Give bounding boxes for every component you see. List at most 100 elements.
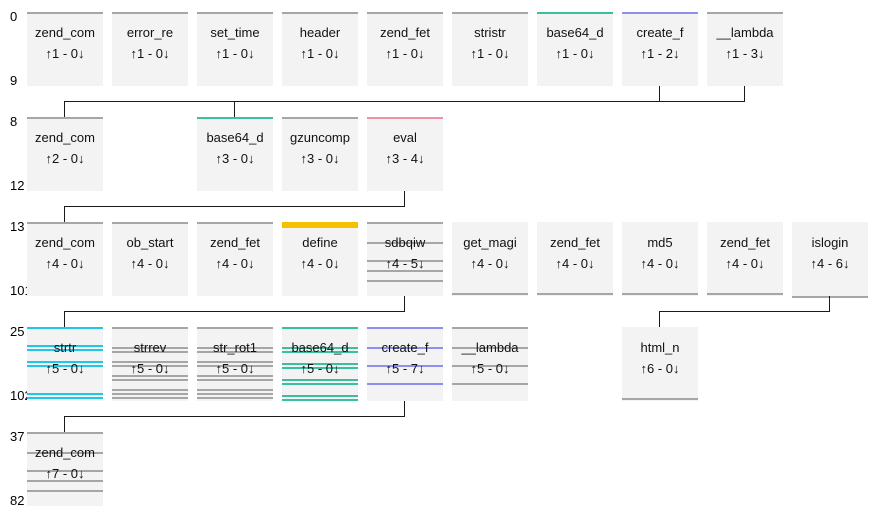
call-stripe	[112, 375, 188, 377]
call-stripe	[197, 375, 273, 377]
call-stripe	[452, 327, 528, 329]
call-stripe	[282, 363, 358, 365]
function-node[interactable]: islogin↑4 - 6↓	[792, 222, 868, 298]
function-name: eval	[393, 130, 417, 145]
function-node[interactable]: set_time↑1 - 0↓	[197, 12, 273, 86]
function-node[interactable]: zend_com↑1 - 0↓	[27, 12, 103, 86]
function-node[interactable]: define↑4 - 0↓	[282, 222, 358, 296]
function-node[interactable]: stristr↑1 - 0↓	[452, 12, 528, 86]
function-node[interactable]: sdbqiw↑4 - 5↓	[367, 222, 443, 296]
call-stripe	[112, 361, 188, 363]
call-count: ↑5 - 0↓	[300, 361, 340, 376]
function-name: stristr	[474, 25, 506, 40]
function-node[interactable]: header↑1 - 0↓	[282, 12, 358, 86]
function-name: __lambda	[716, 25, 774, 40]
call-count: ↑5 - 0↓	[470, 361, 510, 376]
function-node[interactable]: zend_com↑4 - 0↓	[27, 222, 103, 296]
call-stripe	[792, 296, 868, 298]
call-connector	[829, 296, 830, 312]
function-node[interactable]: get_magi↑4 - 0↓	[452, 222, 528, 296]
call-stripe	[112, 393, 188, 395]
call-count: ↑3 - 0↓	[300, 151, 340, 166]
function-node[interactable]: error_re↑1 - 0↓	[112, 12, 188, 86]
row-start-label: 8	[10, 114, 18, 129]
call-stripe	[27, 393, 103, 395]
call-stripe	[197, 393, 273, 395]
function-name: __lambda	[461, 340, 519, 355]
function-node[interactable]: __lambda ↑1 - 3↓	[707, 12, 783, 86]
function-name: gzuncomp	[290, 130, 350, 145]
call-count: ↑5 - 0↓	[130, 361, 170, 376]
function-name: zend_fet	[380, 25, 430, 40]
function-node[interactable]: gzuncomp ↑3 - 0↓	[282, 117, 358, 191]
call-stripe	[452, 383, 528, 385]
call-connector	[659, 311, 660, 327]
call-stripe	[27, 12, 103, 14]
call-stripe	[537, 293, 613, 295]
function-name: base64_d	[291, 340, 349, 355]
function-name: strrev	[133, 340, 167, 355]
call-stripe	[452, 365, 528, 367]
call-stripe	[282, 222, 358, 228]
call-stripe	[367, 242, 443, 244]
function-node[interactable]: zend_fet↑4 - 0↓	[707, 222, 783, 296]
function-node[interactable]: md5↑4 - 0↓	[622, 222, 698, 296]
function-node[interactable]: zend_fet↑4 - 0↓	[197, 222, 273, 296]
row-end-label: 9	[10, 73, 18, 88]
call-stripe	[27, 361, 103, 363]
function-name: ob_start	[126, 235, 174, 250]
function-name: zend_com	[35, 130, 95, 145]
call-stripe	[367, 117, 443, 119]
row-end-label: 101	[10, 283, 32, 298]
function-node[interactable]: create_f↑5 - 7↓	[367, 327, 443, 401]
row-end-label: 102	[10, 388, 32, 403]
call-stripe	[112, 365, 188, 367]
call-stripe	[197, 12, 273, 14]
call-stripe	[112, 379, 188, 381]
function-node[interactable]: zend_com↑7 - 0↓	[27, 432, 103, 506]
call-stripe	[537, 12, 613, 14]
call-stripe	[367, 347, 443, 349]
call-count: ↑1 - 0↓	[300, 46, 340, 61]
call-connector	[404, 296, 405, 312]
function-node[interactable]: base64_d↑3 - 0↓	[197, 117, 273, 191]
function-node[interactable]: base64_d ↑5 - 0↓	[282, 327, 358, 401]
function-name: str_rot1	[212, 340, 258, 355]
call-count: ↑1 - 0↓	[555, 46, 595, 61]
function-node[interactable]: zend_fet ↑1 - 0↓	[367, 12, 443, 86]
call-connector	[64, 416, 405, 417]
call-count: ↑1 - 3↓	[725, 46, 765, 61]
function-node[interactable]: html_n↑6 - 0↓	[622, 327, 698, 401]
function-node[interactable]: eval ↑3 - 4↓	[367, 117, 443, 191]
function-node[interactable]: __lambda ↑5 - 0↓	[452, 327, 528, 401]
function-node[interactable]: str_rot1↑5 - 0↓	[197, 327, 273, 401]
call-connector	[404, 401, 405, 417]
call-stripe	[367, 383, 443, 385]
function-name: base64_d	[206, 130, 264, 145]
call-connector	[234, 101, 235, 117]
call-count: ↑2 - 0↓	[45, 151, 85, 166]
function-node[interactable]: zend_com ↑2 - 0↓	[27, 117, 103, 191]
function-node[interactable]: strtr↑5 - 0↓	[27, 327, 103, 401]
row-start-label: 37	[10, 429, 25, 444]
function-node[interactable]: strrev ↑5 - 0↓	[112, 327, 188, 401]
call-stripe	[622, 293, 698, 295]
call-connector	[64, 311, 65, 327]
call-connector	[64, 206, 65, 222]
call-stripe	[197, 365, 273, 367]
call-count: ↑3 - 4↓	[385, 151, 425, 166]
call-stripe	[27, 117, 103, 119]
call-stripe	[27, 222, 103, 224]
function-node[interactable]: ob_start↑4 - 0↓	[112, 222, 188, 296]
call-count: ↑1 - 0↓	[385, 46, 425, 61]
call-count: ↑1 - 2↓	[640, 46, 680, 61]
function-name: create_f	[381, 340, 429, 355]
call-count: ↑1 - 0↓	[215, 46, 255, 61]
function-node[interactable]: base64_d↑1 - 0↓	[537, 12, 613, 86]
function-name: zend_fet	[550, 235, 600, 250]
function-node[interactable]: create_f↑1 - 2↓	[622, 12, 698, 86]
call-stripe	[282, 367, 358, 369]
call-stripe	[27, 327, 103, 329]
function-node[interactable]: zend_fet↑4 - 0↓	[537, 222, 613, 296]
